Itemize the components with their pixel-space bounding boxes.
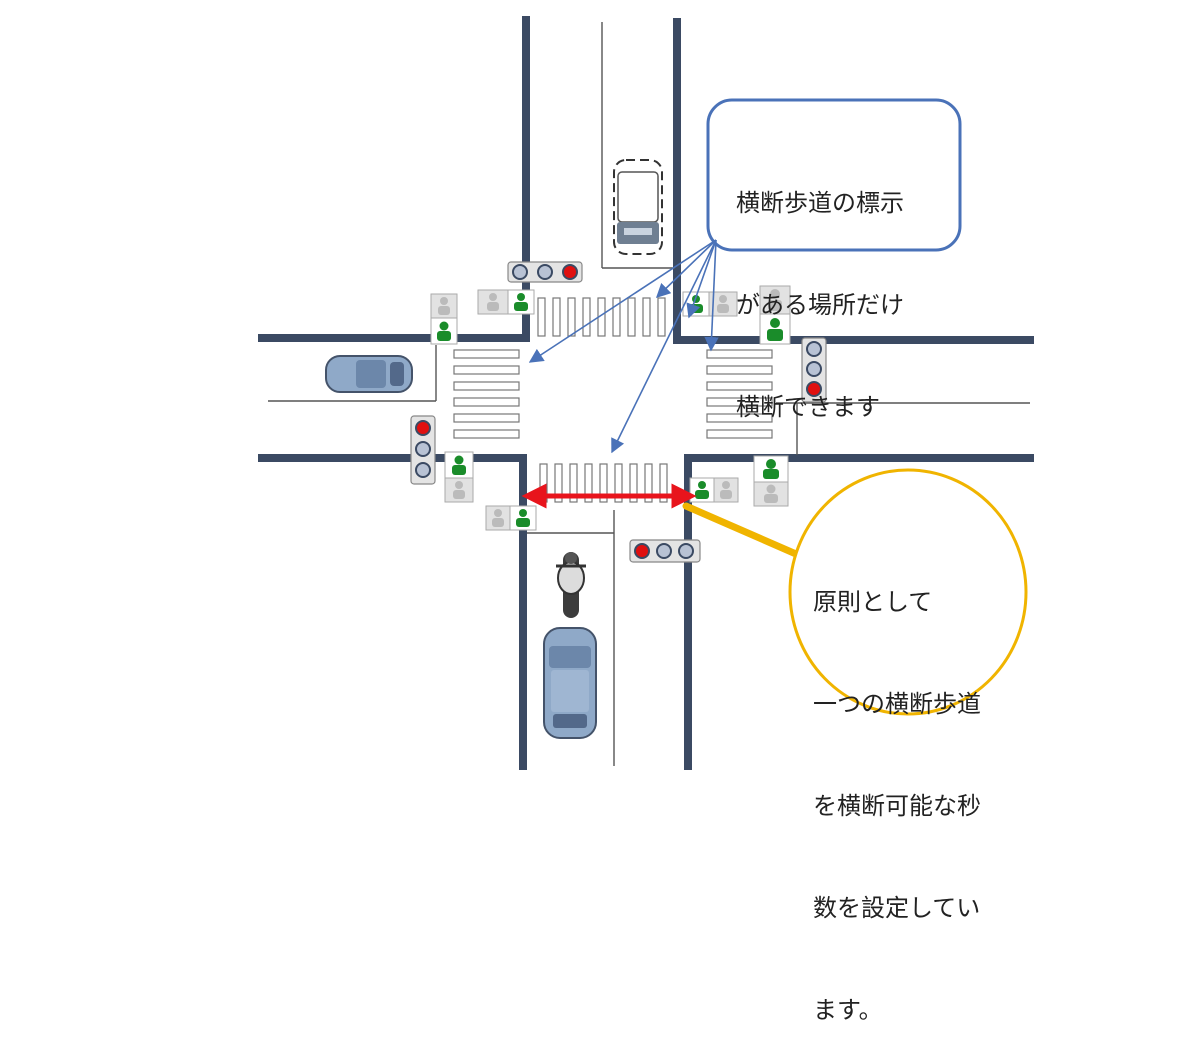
crosswalk-south <box>539 463 668 503</box>
pedestrian-signal-icon <box>477 289 535 315</box>
callout-line: 一つの横断歩道 <box>813 690 981 718</box>
callout-text-crossing-time: 原則として 一つの横断歩道 を横断可能な秒 数を設定してい ます。 <box>813 517 981 1061</box>
callout-text-crosswalk: 横断歩道の標示 がある場所だけ 横断できます <box>736 118 904 458</box>
callout-line: 数を設定してい <box>813 894 981 922</box>
van-icon <box>613 159 663 255</box>
pedestrian-signal-icon <box>430 293 458 345</box>
motorcycle-icon <box>556 552 586 618</box>
callout-circle-crossing-time <box>788 468 1028 716</box>
callout-line: 横断歩道の標示 <box>736 189 904 217</box>
callout-line: を横断可能な秒 <box>813 792 981 820</box>
crosswalk-north <box>537 297 666 337</box>
crosswalk-east <box>706 349 773 439</box>
road-edges <box>258 16 1034 770</box>
pedestrian-signal-icon <box>485 505 537 531</box>
car-icon <box>543 627 597 739</box>
pedestrian-signal-icon <box>444 451 474 503</box>
pedestrian-signal-icon <box>759 285 791 345</box>
car-icon <box>325 355 413 393</box>
callout-line: ます。 <box>813 996 883 1024</box>
pedestrian-signal-icon <box>689 477 739 503</box>
crosswalk-west <box>453 349 520 439</box>
traffic-light-icon <box>801 337 827 403</box>
callout-line: がある場所だけ <box>736 291 904 319</box>
traffic-light-icon <box>507 261 583 283</box>
traffic-light-icon <box>629 539 701 563</box>
traffic-light-icon <box>410 415 436 485</box>
callout-line: 原則として <box>813 588 933 616</box>
lane-lines <box>268 22 1030 766</box>
callout-line: 横断できます <box>736 393 880 421</box>
pedestrian-signal-icon <box>753 455 789 507</box>
intersection-diagram <box>258 16 1034 770</box>
callout-pointer <box>682 502 800 558</box>
callout-arrows <box>528 239 719 454</box>
callout-box-crosswalk <box>706 98 962 252</box>
